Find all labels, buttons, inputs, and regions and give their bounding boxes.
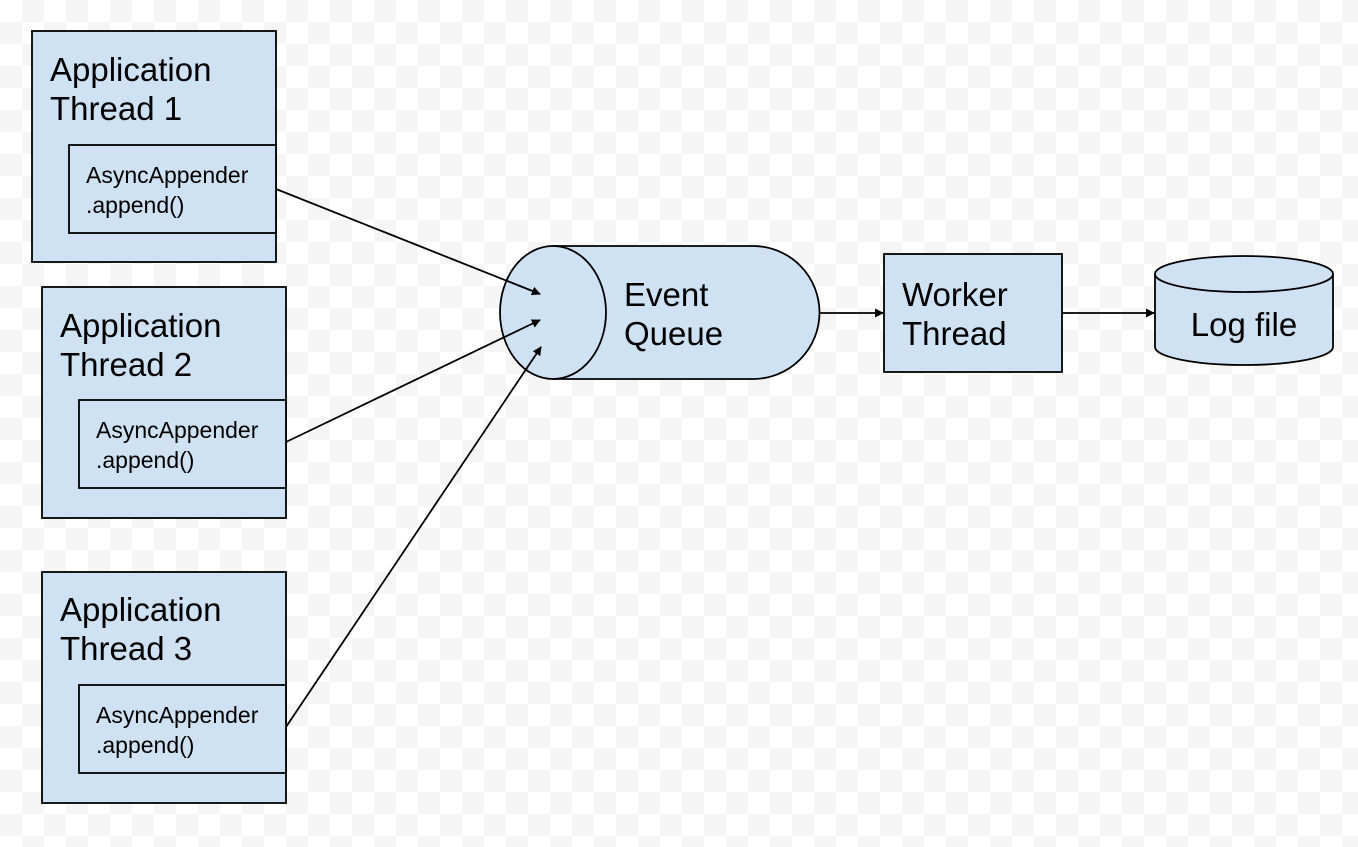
thread-2-method-line2: .append() bbox=[96, 447, 194, 473]
thread-2-title-line2: Thread 2 bbox=[60, 346, 192, 383]
thread-1-append-box[interactable]: AsyncAppender .append() bbox=[68, 144, 277, 234]
log-file-cylinder[interactable]: Log file bbox=[1154, 255, 1334, 366]
worker-thread-label-line1: Worker bbox=[902, 276, 1008, 313]
event-queue-cylinder[interactable]: Event Queue bbox=[499, 245, 821, 380]
event-queue-label-line2: Queue bbox=[624, 315, 723, 352]
thread-1-method-line2: .append() bbox=[86, 192, 184, 218]
thread-1-method-line1: AsyncAppender bbox=[86, 162, 249, 188]
thread-3-title-line1: Application bbox=[60, 591, 221, 628]
arrow-thread-3-to-queue bbox=[285, 346, 542, 728]
thread-3-title-line2: Thread 3 bbox=[60, 630, 192, 667]
thread-2-title-line1: Application bbox=[60, 307, 221, 344]
thread-2-append-box[interactable]: AsyncAppender .append() bbox=[78, 399, 287, 489]
arrow-thread-1-to-queue bbox=[275, 188, 541, 296]
thread-3-method-line1: AsyncAppender bbox=[96, 702, 259, 728]
thread-3-append-box[interactable]: AsyncAppender .append() bbox=[78, 684, 287, 774]
log-file-label: Log file bbox=[1191, 306, 1297, 343]
worker-thread-box[interactable]: Worker Thread bbox=[883, 253, 1063, 373]
thread-1-title-line1: Application bbox=[50, 51, 211, 88]
event-queue-label-line1: Event bbox=[624, 276, 708, 313]
thread-2-method-line1: AsyncAppender bbox=[96, 417, 259, 443]
worker-thread-label-line2: Thread bbox=[902, 315, 1007, 352]
thread-1-title-line2: Thread 1 bbox=[50, 90, 182, 127]
thread-3-method-line2: .append() bbox=[96, 732, 194, 758]
arrow-thread-2-to-queue bbox=[285, 319, 541, 443]
